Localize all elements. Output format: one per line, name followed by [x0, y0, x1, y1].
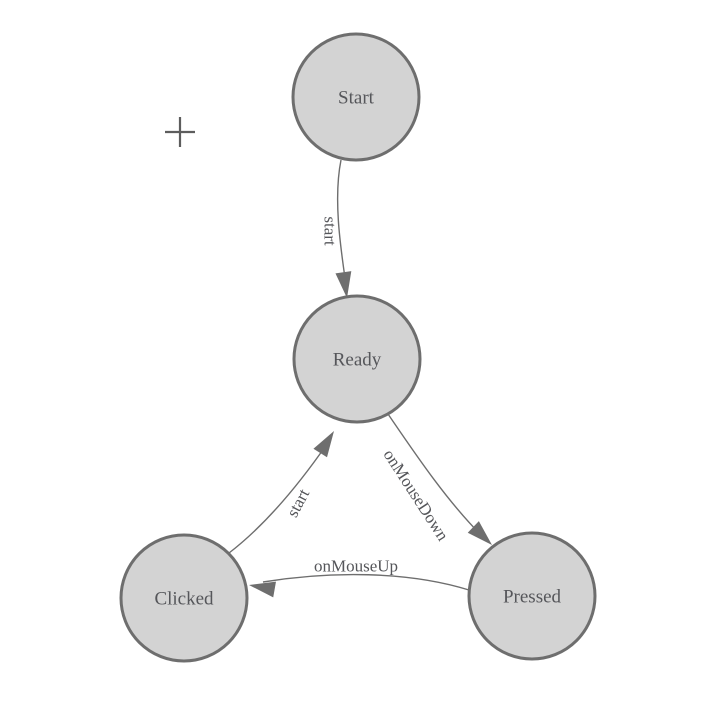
edge-label-pressed-to-clicked: onMouseUp	[314, 557, 398, 576]
edge-clicked-to-ready[interactable]	[228, 427, 341, 554]
node-circle[interactable]	[292, 294, 422, 424]
edge-label-ready-to-pressed: onMouseDown	[379, 446, 452, 545]
arrowhead-icon	[313, 431, 334, 458]
edge-label-clicked-to-ready: start	[283, 485, 314, 520]
node-label: Start	[338, 88, 375, 109]
edge-start-to-ready[interactable]	[335, 159, 354, 299]
node-ready[interactable]: Ready	[292, 294, 422, 424]
edge-line	[262, 573, 470, 591]
node-label: Clicked	[154, 589, 214, 610]
node-label: Ready	[333, 350, 382, 371]
edges-layer	[228, 159, 498, 598]
edge-ready-to-pressed[interactable]	[387, 413, 498, 551]
node-circle[interactable]	[467, 531, 597, 661]
arrowhead-icon	[467, 521, 492, 545]
node-clicked[interactable]: Clicked	[119, 533, 249, 663]
node-start[interactable]: Start	[291, 32, 421, 162]
arrowhead-icon	[335, 271, 352, 298]
node-label: Pressed	[503, 587, 562, 608]
crosshair-marker[interactable]	[165, 117, 195, 147]
node-pressed[interactable]: Pressed	[467, 531, 597, 661]
edge-line	[387, 413, 483, 537]
arrowhead-icon	[249, 581, 276, 598]
node-circle[interactable]	[291, 32, 421, 162]
edge-line	[228, 443, 328, 554]
edge-pressed-to-clicked[interactable]	[248, 573, 470, 598]
edge-label-start-to-ready: start	[321, 216, 340, 246]
markers-layer	[165, 117, 195, 147]
node-circle[interactable]	[119, 533, 249, 663]
